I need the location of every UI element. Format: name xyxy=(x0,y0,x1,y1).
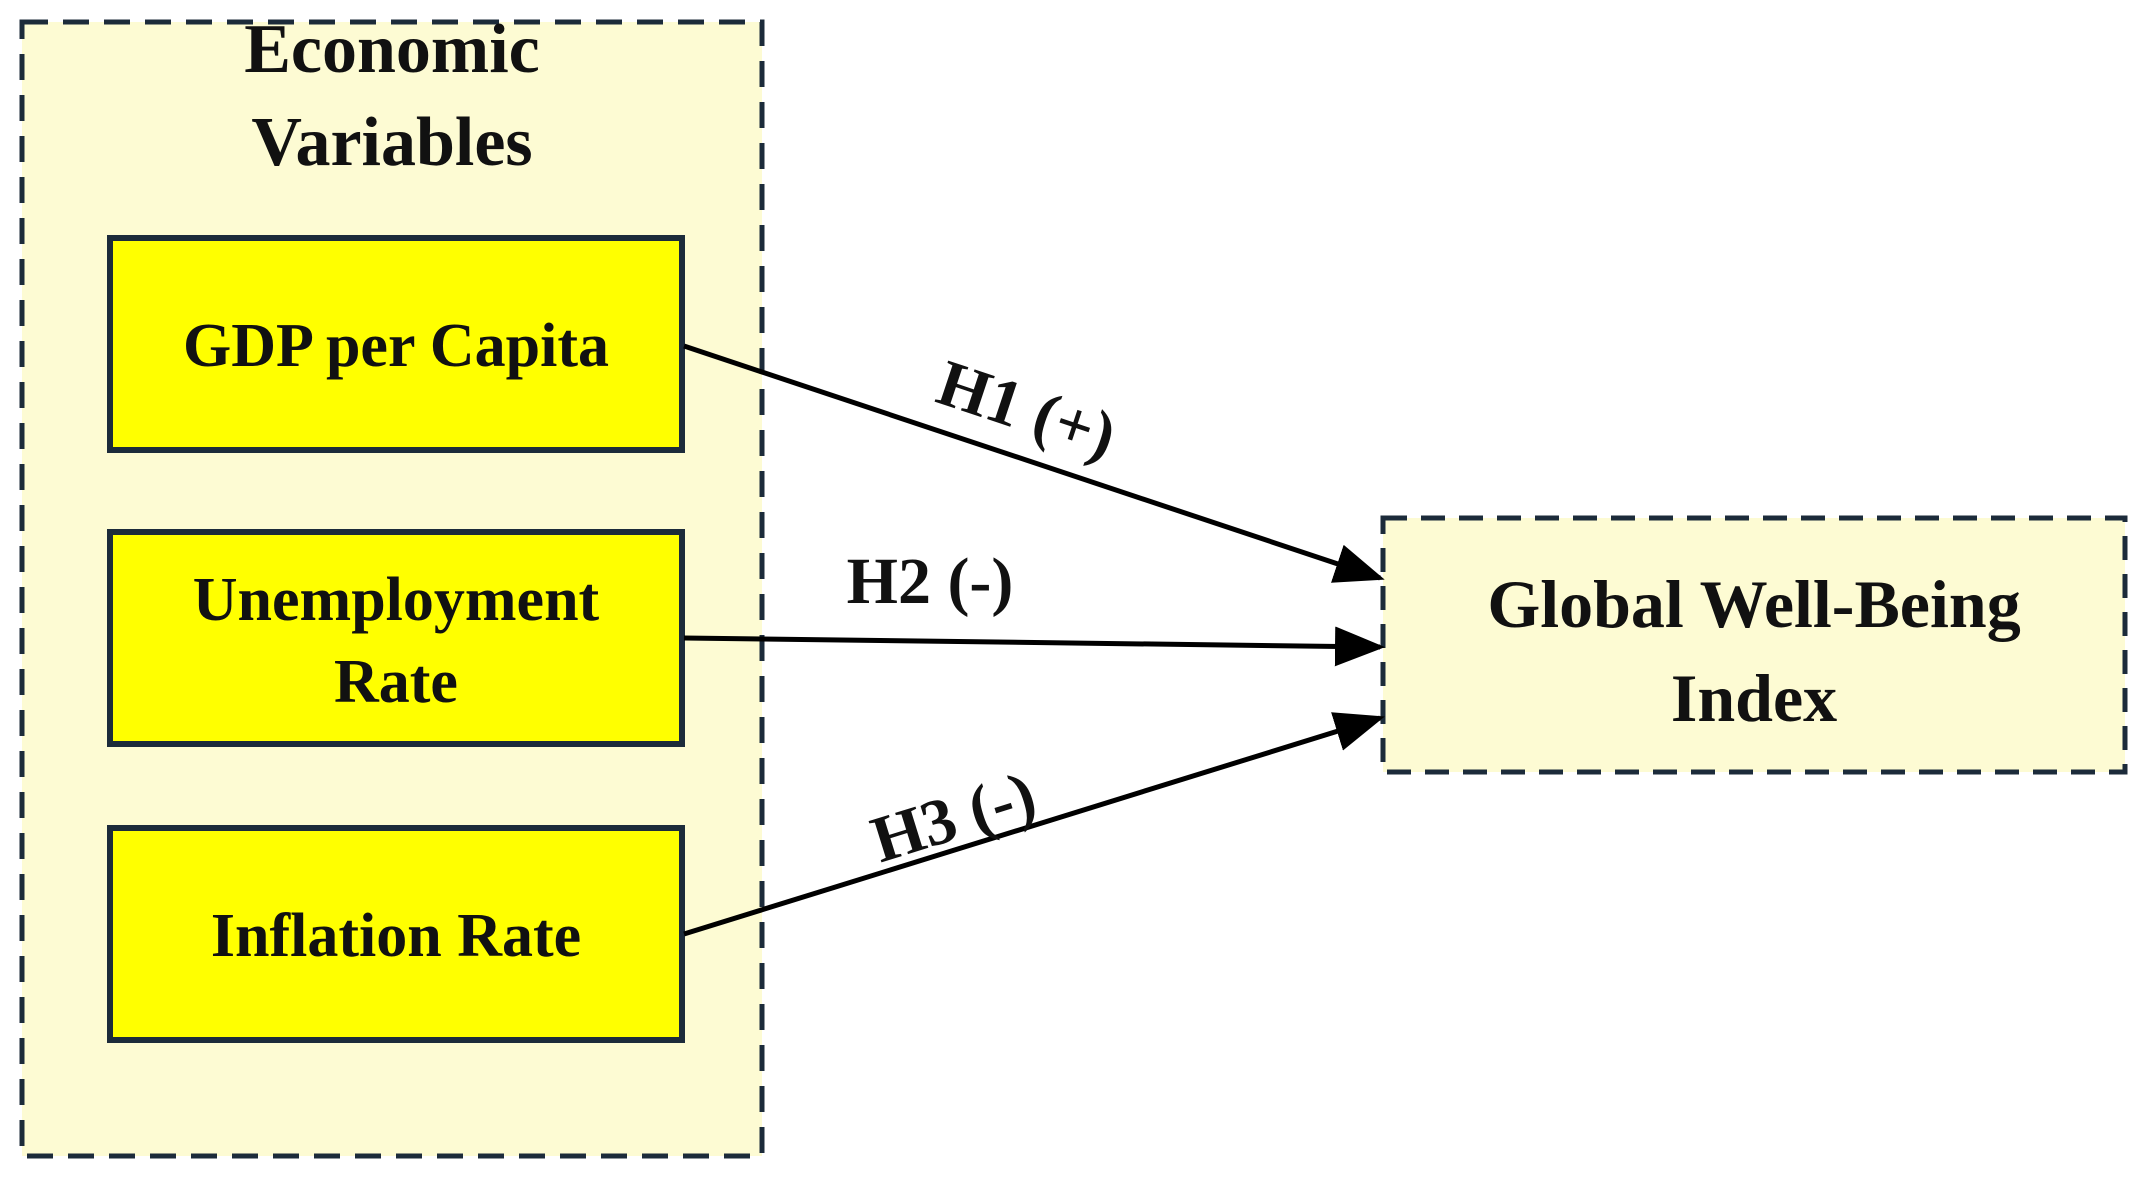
variable-gdp-label: GDP per Capita xyxy=(183,312,609,380)
hypothesis-h3-label: H3 (-) xyxy=(863,758,1044,877)
group-title-line2: Variables xyxy=(251,104,532,181)
variable-unemployment-rate: Unemployment Rate xyxy=(107,529,685,747)
arrow-h3 xyxy=(683,712,1385,937)
variable-inflation-box xyxy=(107,825,685,1043)
variable-gdp-box xyxy=(107,235,685,453)
variable-unemployment-label-line2: Rate xyxy=(334,648,458,716)
arrow-h1 xyxy=(683,343,1385,583)
variable-inflation-rate: Inflation Rate xyxy=(107,825,685,1043)
arrow-h2 xyxy=(683,626,1385,667)
group-title-line1: Economic xyxy=(244,11,540,88)
variable-inflation-label: Inflation Rate xyxy=(211,902,581,970)
outcome-global-well-being-index: Global Well-Being Index xyxy=(1380,515,2128,775)
outcome-label-line2: Index xyxy=(1671,660,1837,736)
variable-gdp-per-capita: GDP per Capita xyxy=(107,235,685,453)
variable-unemployment-box xyxy=(107,529,685,747)
hypothesis-h1-label: H1 (+) xyxy=(929,346,1125,473)
outcome-label-line1: Global Well-Being xyxy=(1487,566,2020,642)
outcome-box xyxy=(1380,515,2128,775)
variable-unemployment-label-line1: Unemployment xyxy=(193,566,600,634)
hypothesis-h2-label: H2 (-) xyxy=(847,545,1014,618)
